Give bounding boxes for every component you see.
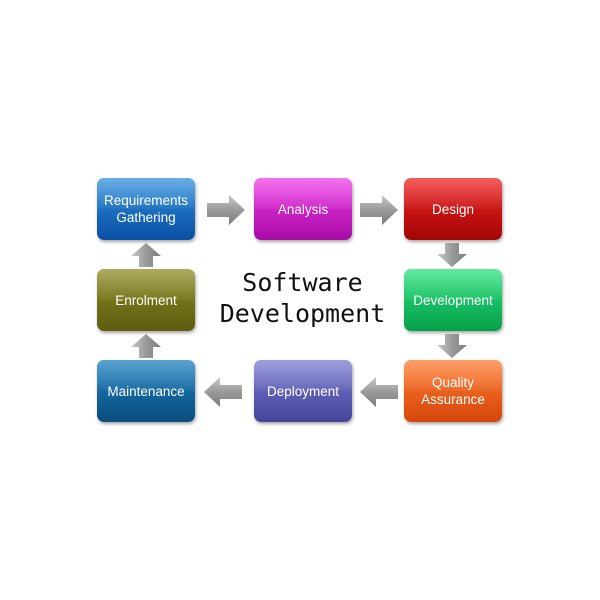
stage-label: Quality Assurance [421,375,485,407]
stage-requirements-gathering: Requirements Gathering [97,178,195,240]
stage-enrolment: Enrolment [97,269,195,331]
stage-maintenance: Maintenance [97,360,195,422]
stage-label: Analysis [277,201,329,217]
stage-label: Maintenance [107,383,185,399]
arrow-right-icon [360,195,398,225]
stage-design: Design [404,178,502,240]
arrow-up-icon [131,243,161,267]
arrow-down-icon [437,243,467,267]
stage-deployment: Deployment [254,360,352,422]
arrow-left-icon [204,377,242,407]
arrow-up-icon [131,334,161,358]
diagram-title: Software Development [219,268,386,328]
stage-label: Deployment [266,383,340,399]
stage-label: Enrolment [115,292,177,308]
stage-development: Development [404,269,502,331]
arrow-left-icon [360,377,398,407]
stage-label: Development [413,292,493,308]
stage-label: Design [431,201,475,217]
stage-analysis: Analysis [254,178,352,240]
arrow-down-icon [437,334,467,358]
stage-quality-assurance: Quality Assurance [404,360,502,422]
arrow-right-icon [207,195,245,225]
stage-label: Requirements Gathering [103,193,189,225]
